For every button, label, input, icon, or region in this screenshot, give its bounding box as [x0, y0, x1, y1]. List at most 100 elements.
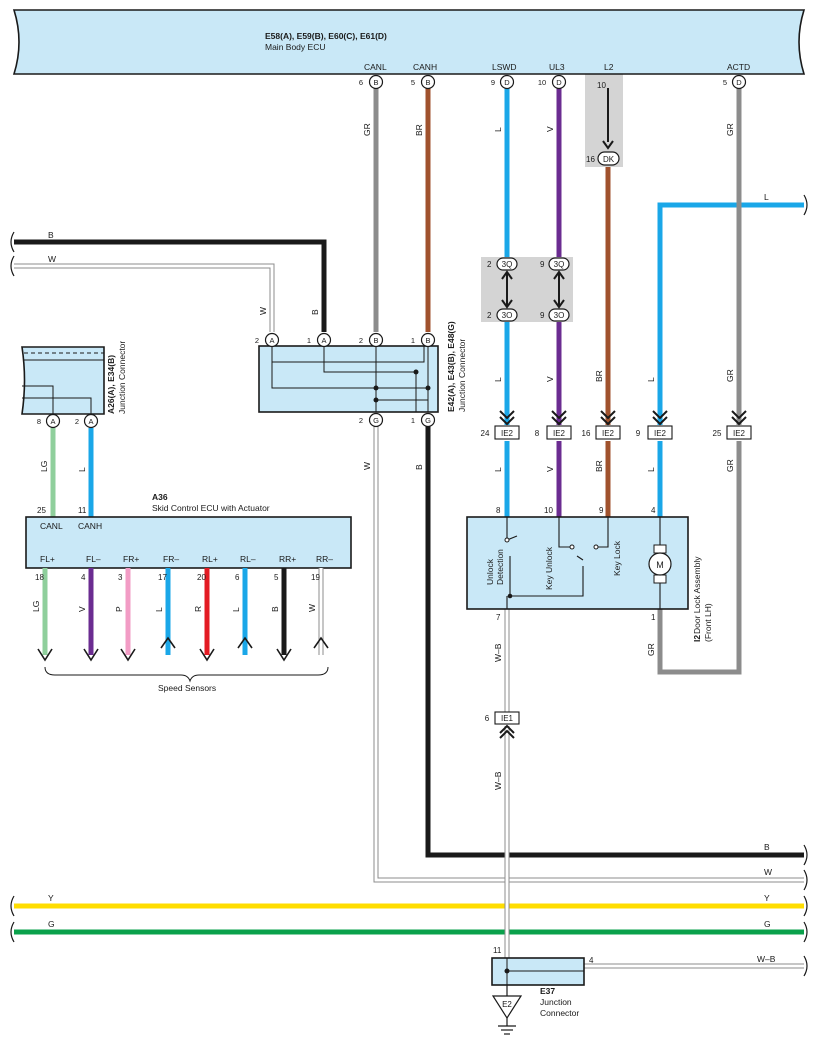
- e37-name-1: Junction: [540, 997, 572, 1007]
- l2-arrow-icon: [602, 140, 614, 150]
- sensor-pin-num: 6: [235, 573, 240, 582]
- sensor-wire-label: V: [77, 606, 87, 612]
- pin-num: 1: [411, 416, 415, 425]
- speed-sensor-3: FR–17L: [154, 554, 179, 655]
- label-l-mid: L: [493, 377, 503, 382]
- label-l-right-low: L: [646, 467, 656, 472]
- skid-code: A36: [152, 492, 168, 502]
- pin-term: B: [373, 78, 378, 87]
- ie2-pin-num: 8: [535, 429, 540, 438]
- switch-key-unlock: Key Unlock: [544, 546, 554, 590]
- pin-term: B: [373, 336, 378, 345]
- skid-control-ecu: A36 Skid Control ECU with Actuator CANL …: [25, 492, 352, 569]
- label-y-left: Y: [48, 893, 54, 903]
- sensor-wire-label: LG: [31, 601, 41, 612]
- sensor-wire-label: R: [193, 606, 203, 612]
- door-pin-4: 4: [651, 506, 656, 515]
- skid-canh-label: CANH: [78, 521, 102, 531]
- e42-codes: E42(A), E43(B), E48(G): [446, 321, 456, 412]
- e37-pin-right: 4: [589, 956, 594, 965]
- wire-break-right: [803, 194, 808, 977]
- speed-sensor-6: RR+5B: [270, 554, 296, 662]
- dk-num: 16: [586, 155, 595, 164]
- pin-num: 9: [491, 78, 495, 87]
- junction-connector-e37: 11 4 E37 Junction Connector: [491, 946, 594, 1018]
- pin-term: D: [556, 78, 562, 87]
- e42-name: Junction Connector: [457, 339, 467, 412]
- main-ecu-signal-actd: ACTD: [727, 62, 750, 72]
- sensor-signal: RL+: [202, 554, 218, 564]
- speed-sensor-7: RR–19W: [307, 554, 333, 655]
- label-v-ul3: V: [545, 126, 555, 132]
- main-ecu-pin-canh: B 5: [411, 74, 436, 90]
- pin-term: D: [736, 78, 742, 87]
- speed-sensors-label: Speed Sensors: [158, 683, 216, 693]
- speed-sensor-5: RL–6L: [231, 554, 256, 655]
- label-wb-right: W–B: [757, 954, 776, 964]
- sensor-signal: FL+: [40, 554, 55, 564]
- wire-l-right: [657, 202, 804, 425]
- pin-term: A: [88, 417, 93, 426]
- splice-num: 9: [540, 260, 545, 269]
- main-ecu-codes: E58(A), E59(B), E60(C), E61(D): [265, 31, 387, 41]
- wire-w-left-core: [14, 264, 274, 332]
- splice-double-arrows-icon: [501, 270, 565, 309]
- label-b-down: B: [414, 464, 424, 470]
- sensor-wire-label: W: [307, 604, 317, 612]
- splice-3q-v: 3Q 9: [540, 257, 570, 271]
- door-pin-9: 9: [599, 506, 604, 515]
- label-l-low: L: [493, 467, 503, 472]
- splice-code: 3O: [502, 311, 513, 320]
- speed-sensors-brace: [44, 666, 329, 683]
- pin-term: A: [321, 336, 326, 345]
- e42-pin-top-4: B 1: [411, 332, 436, 348]
- main-ecu-signal-l2: L2: [604, 62, 614, 72]
- label-gr-mid: GR: [725, 369, 735, 382]
- label-gr-low: GR: [725, 459, 735, 472]
- label-b-e42: B: [310, 309, 320, 315]
- label-w-top: W: [48, 254, 56, 264]
- ie2-code: IE2: [733, 429, 746, 438]
- sensor-pin-num: 4: [81, 573, 86, 582]
- label-gr-return: GR: [646, 643, 656, 656]
- splice-3q-l: 3Q 2: [487, 257, 518, 271]
- door-pin-8: 8: [496, 506, 501, 515]
- a26-codes: A26(A), E34(B): [106, 355, 116, 414]
- main-ecu-pin-canl: B 6: [359, 74, 384, 90]
- main-ecu-pin-actd: D 5: [723, 74, 747, 90]
- pin-num: 2: [75, 417, 79, 426]
- splice-3o-v: 3O 9: [540, 308, 570, 322]
- wire-actd-gr-return: [657, 441, 742, 675]
- ie1-num: 6: [485, 714, 490, 723]
- pin-term: G: [373, 416, 379, 425]
- ie2-code: IE2: [602, 429, 615, 438]
- motor-label: M: [656, 560, 664, 570]
- label-gr-actd: GR: [725, 123, 735, 136]
- ie1-connector: IE1 6: [485, 711, 520, 725]
- sensor-pin-num: 20: [197, 573, 206, 582]
- pin-term: A: [269, 336, 274, 345]
- e42-pin-top-3: B 2: [359, 332, 384, 348]
- switch-unlock-detection: Unlock: [485, 558, 495, 585]
- ie2-code: IE2: [654, 429, 667, 438]
- sensor-wire-label: P: [114, 606, 124, 612]
- main-body-ecu: E58(A), E59(B), E60(C), E61(D) Main Body…: [12, 9, 806, 75]
- ie1-arrow-icon: [499, 724, 515, 739]
- dk-connector: DK 16: [586, 151, 620, 166]
- speed-sensor-1: FL–4V: [77, 554, 101, 662]
- splice-code: 3Q: [554, 260, 565, 269]
- ground-icon: E2: [491, 985, 523, 1035]
- splice-3o-l: 3O 2: [487, 308, 518, 322]
- sensor-signal: RR+: [279, 554, 296, 564]
- ie2-pin-num: 16: [582, 429, 591, 438]
- main-ecu-name: Main Body ECU: [265, 42, 325, 52]
- main-ecu-signal-canl: CANL: [364, 62, 387, 72]
- motor-body-bottom: [653, 574, 667, 584]
- ie2-connector-2: IE2 16: [582, 410, 621, 440]
- e42-pin-bottom-2: G 1: [411, 412, 436, 428]
- sensor-signal: FR–: [163, 554, 179, 564]
- pin-term: B: [425, 78, 430, 87]
